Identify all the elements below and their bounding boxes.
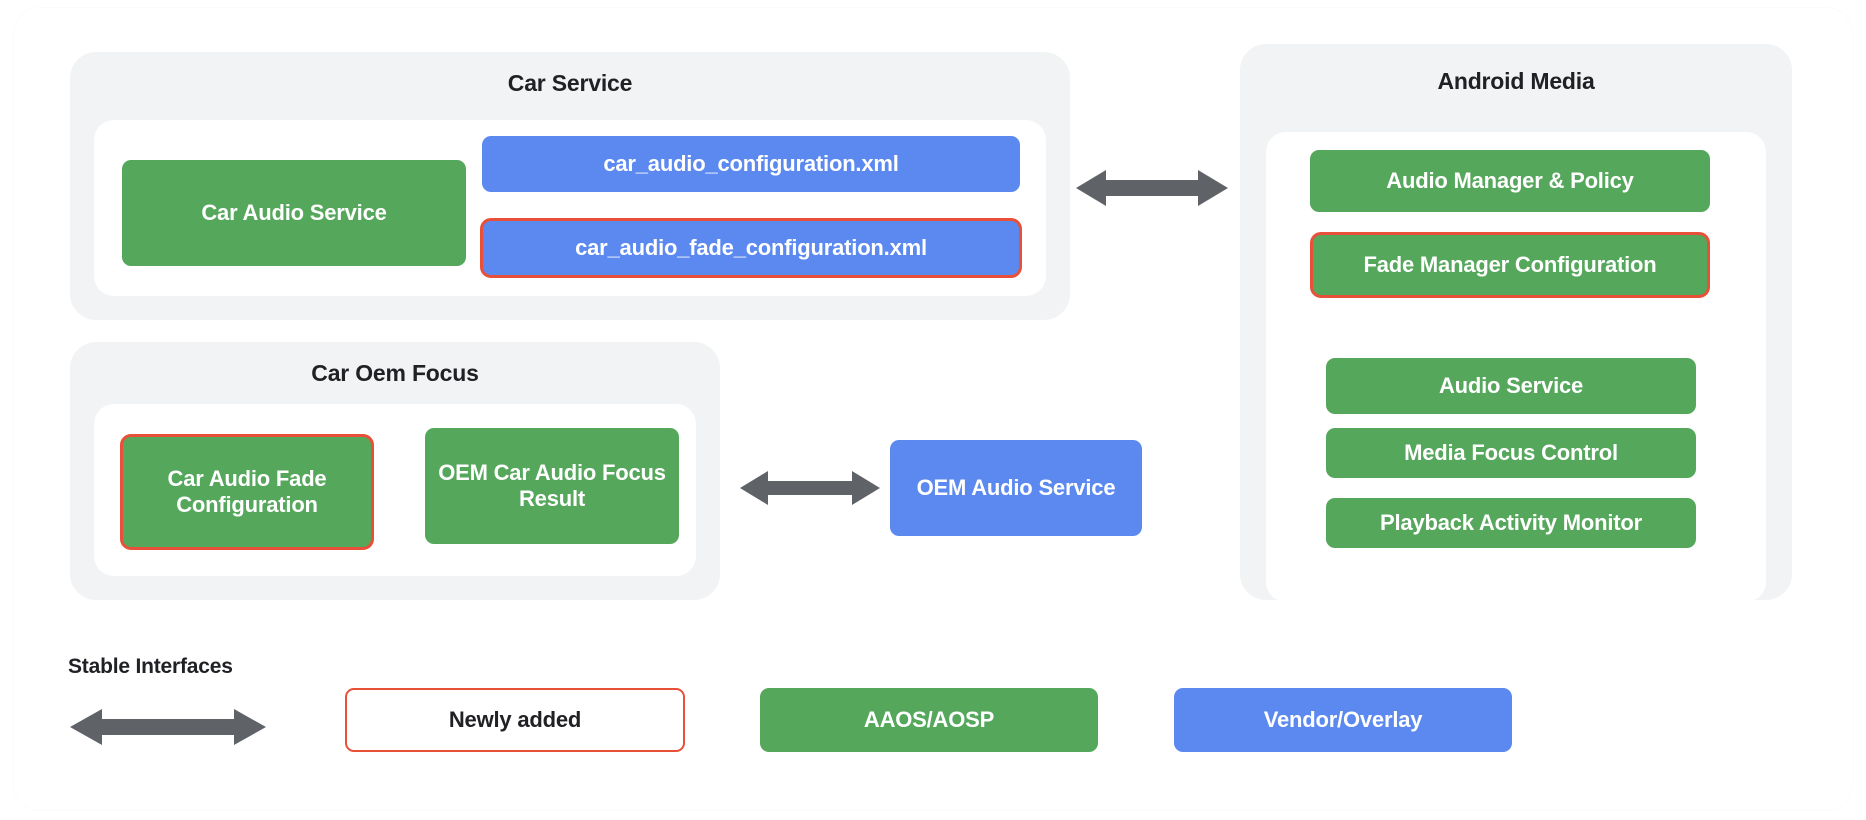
node-fade-manager-configuration[interactable]: Fade Manager Configuration <box>1310 232 1710 298</box>
node-car-audio-fade-configuration-xml[interactable]: car_audio_fade_configuration.xml <box>480 218 1022 278</box>
node-playback-activity-monitor[interactable]: Playback Activity Monitor <box>1326 498 1696 548</box>
node-oem-audio-service[interactable]: OEM Audio Service <box>890 440 1142 536</box>
node-oem-car-audio-focus-result[interactable]: OEM Car Audio Focus Result <box>425 428 679 544</box>
legend-chip-aaos-aosp[interactable]: AAOS/AOSP <box>760 688 1098 752</box>
legend-double-arrow-icon <box>70 706 266 748</box>
connector-car-oem-focus-to-oem-audio-service <box>740 468 880 508</box>
legend-chip-vendor-overlay[interactable]: Vendor/Overlay <box>1174 688 1512 752</box>
node-car-audio-configuration-xml[interactable]: car_audio_configuration.xml <box>482 136 1020 192</box>
node-media-focus-control[interactable]: Media Focus Control <box>1326 428 1696 478</box>
group-title-car-oem-focus: Car Oem Focus <box>311 360 479 386</box>
legend-stable-interfaces-label: Stable Interfaces <box>68 655 233 678</box>
group-title-car-service: Car Service <box>507 70 633 96</box>
connector-car-service-to-android-media <box>1076 166 1228 210</box>
group-title-android-media: Android Media <box>1437 68 1595 94</box>
node-audio-manager-and-policy[interactable]: Audio Manager & Policy <box>1310 150 1710 212</box>
legend-chip-newly-added[interactable]: Newly added <box>345 688 685 752</box>
node-car-audio-fade-configuration[interactable]: Car Audio Fade Configuration <box>120 434 374 550</box>
node-car-audio-service[interactable]: Car Audio Service <box>122 160 466 266</box>
node-audio-service[interactable]: Audio Service <box>1326 358 1696 414</box>
